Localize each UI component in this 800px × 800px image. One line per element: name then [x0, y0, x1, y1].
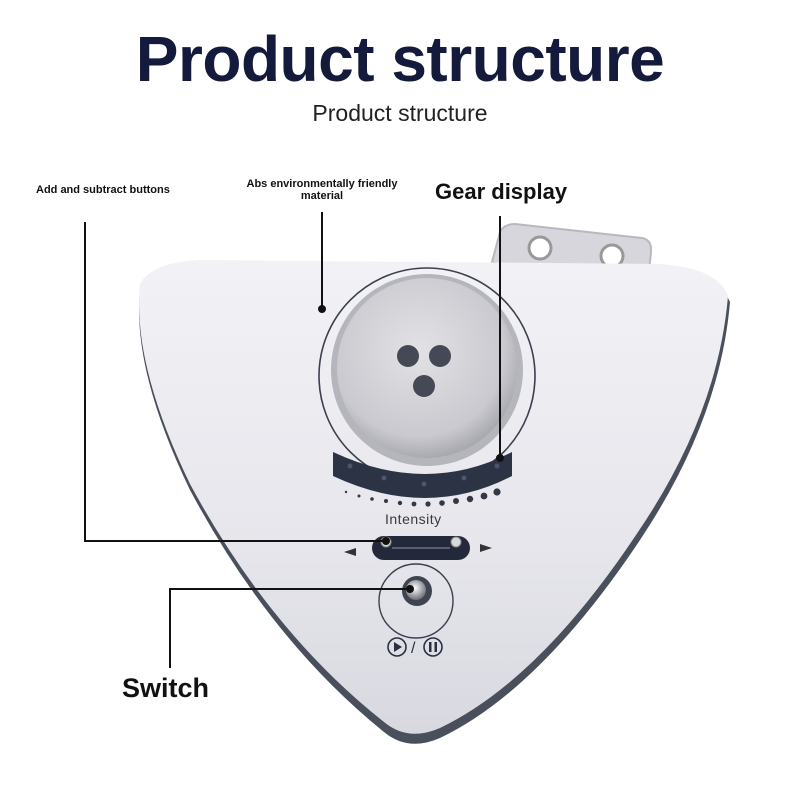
- decrease-arrow-icon[interactable]: [344, 548, 356, 556]
- add-subtract-callout: Add and subtract buttons: [36, 184, 170, 196]
- page-title: Product structure: [135, 23, 665, 95]
- page-subtitle: Product structure: [312, 100, 488, 126]
- switch-leader: [169, 588, 410, 668]
- switch-button[interactable]: [378, 563, 454, 639]
- callout-lines: [84, 212, 504, 668]
- abs-material-callout: Abs environmentally friendly material: [238, 178, 406, 202]
- gear-display-callout: Gear display: [435, 179, 568, 204]
- pause-icon: [423, 637, 443, 657]
- abs-callout-line1: Abs environmentally friendly: [246, 178, 398, 190]
- play-pause-separator: /: [411, 640, 416, 657]
- electrode-disc: [331, 274, 523, 466]
- increase-arrow-icon[interactable]: [480, 544, 492, 552]
- gear-display-panel: [333, 452, 512, 498]
- switch-callout: Switch: [122, 673, 210, 703]
- play-icon: [387, 637, 407, 657]
- intensity-label: Intensity: [385, 511, 442, 527]
- abs-callout-line2: material: [300, 190, 344, 202]
- intensity-dots: [344, 488, 501, 507]
- add-subtract-buttons[interactable]: [344, 536, 492, 560]
- add-subtract-leader: [84, 222, 386, 542]
